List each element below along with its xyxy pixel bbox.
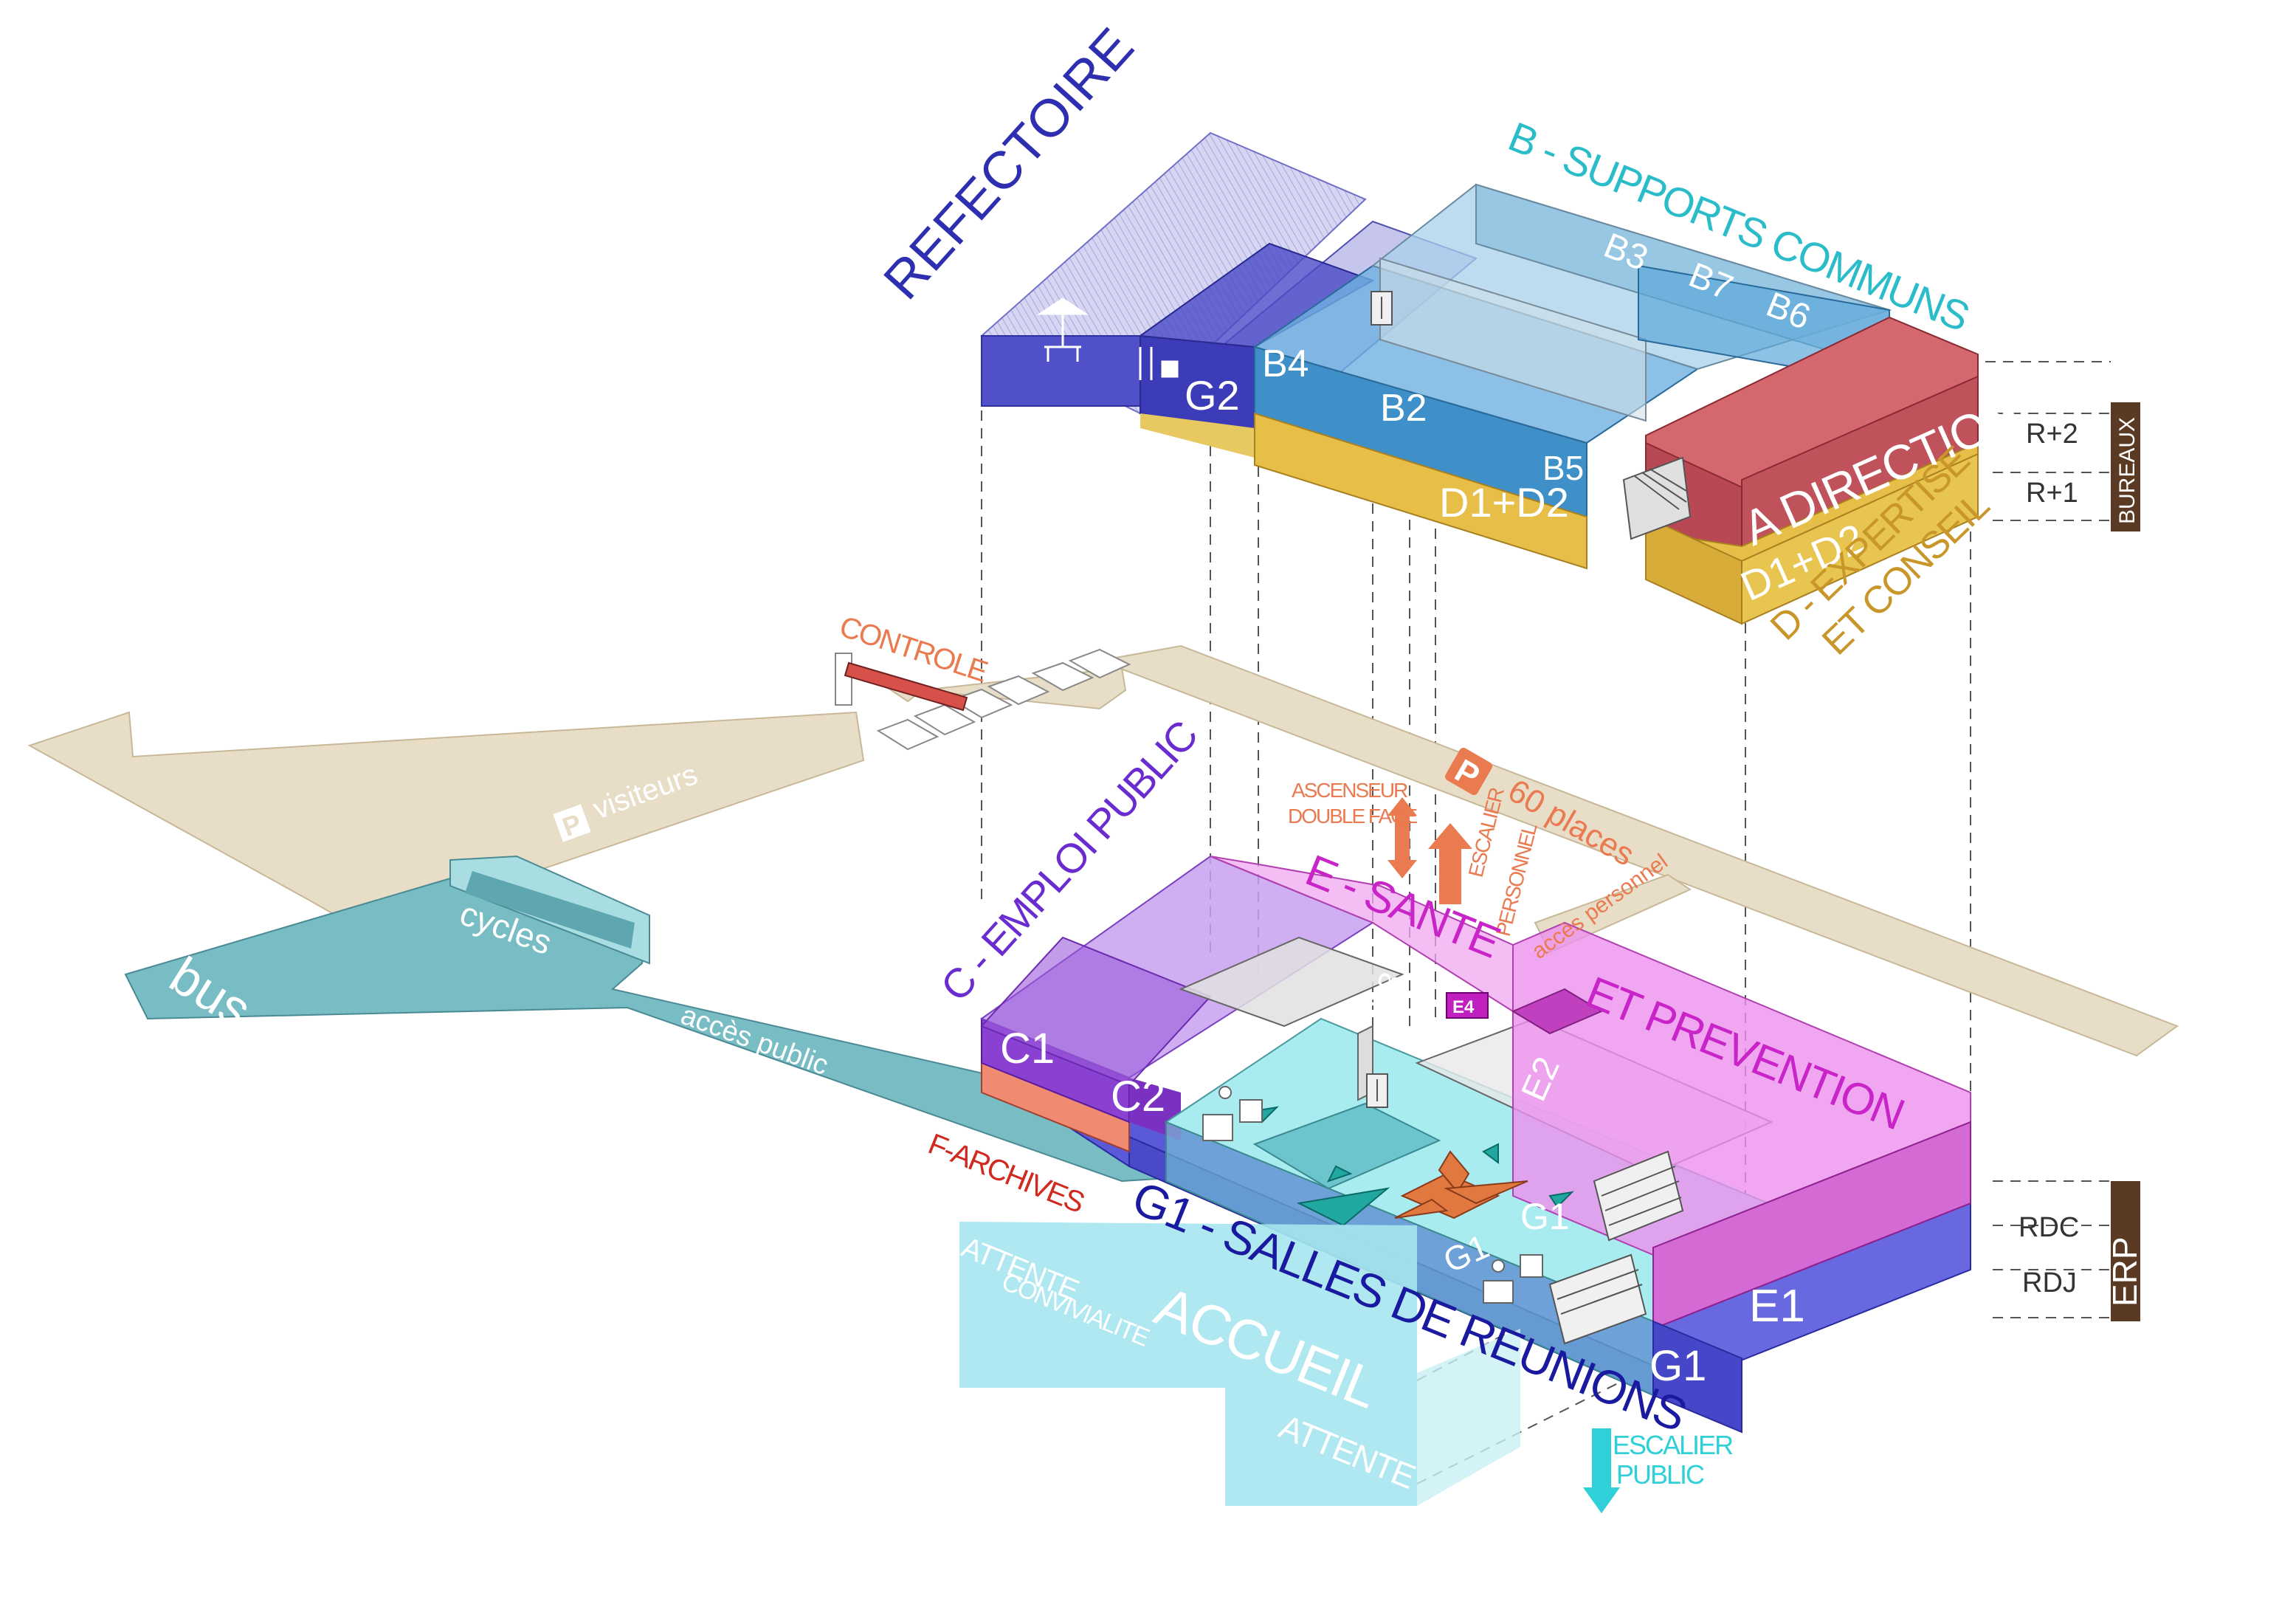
g2-label: G2: [1185, 372, 1240, 419]
level-tag-bureaux: [2111, 402, 2140, 531]
g1-label-a: G1: [1520, 1196, 1570, 1237]
upper-floors-block: [980, 131, 1979, 625]
level-r2: R+2: [2026, 419, 2078, 450]
level-r1: R+1: [2026, 478, 2078, 509]
parking-icon-staff: [1445, 748, 1492, 795]
elevator-icon-upper: [1371, 291, 1393, 326]
ascenseur-label-2: DOUBLE FACE: [1288, 805, 1417, 828]
e1-label: E1: [1749, 1281, 1805, 1332]
b5-label: B5: [1542, 449, 1584, 487]
elevator-arrow-icon: [1387, 797, 1417, 878]
b4-label: B4: [1262, 343, 1309, 385]
c1-label: C1: [1000, 1025, 1055, 1073]
level-rdj: RDJ: [2022, 1267, 2077, 1298]
level-tag-erp-text: ERP: [2106, 1236, 2144, 1307]
public-access-path: [124, 855, 1182, 1183]
e4-label: E4: [1452, 997, 1475, 1017]
accueil-zone: [959, 1222, 1520, 1506]
c2-label: C2: [1111, 1073, 1165, 1121]
escalier-public-label-1: ESCALIER: [1613, 1430, 1733, 1460]
control-barrier: [835, 653, 968, 712]
ascenseur-label-1: ASCENSEUR: [1292, 779, 1407, 802]
reception-desk: [1394, 1150, 1528, 1219]
level-tag-bureaux-text: BUREAUX: [2115, 417, 2140, 524]
staff-stair-arrow-icon: [1428, 823, 1472, 904]
crosswalk: [876, 648, 1131, 751]
terrace-table-icon: [1037, 297, 1089, 362]
public-stair-arrow-icon: [1583, 1428, 1620, 1513]
level-rdc: RDC: [2019, 1212, 2079, 1243]
d1d2-upper-label: D1+D2: [1439, 479, 1569, 526]
parking-icon-visitors: [553, 804, 591, 842]
elevator-icon-lower: [1366, 1073, 1388, 1108]
g1-label-c: G1: [1649, 1342, 1706, 1390]
level-tag-erp: [2111, 1181, 2140, 1321]
b2-label: B2: [1380, 387, 1427, 430]
cutlery-icon: [1139, 347, 1179, 380]
escalier-public-label-2: PUBLIC: [1616, 1459, 1704, 1490]
